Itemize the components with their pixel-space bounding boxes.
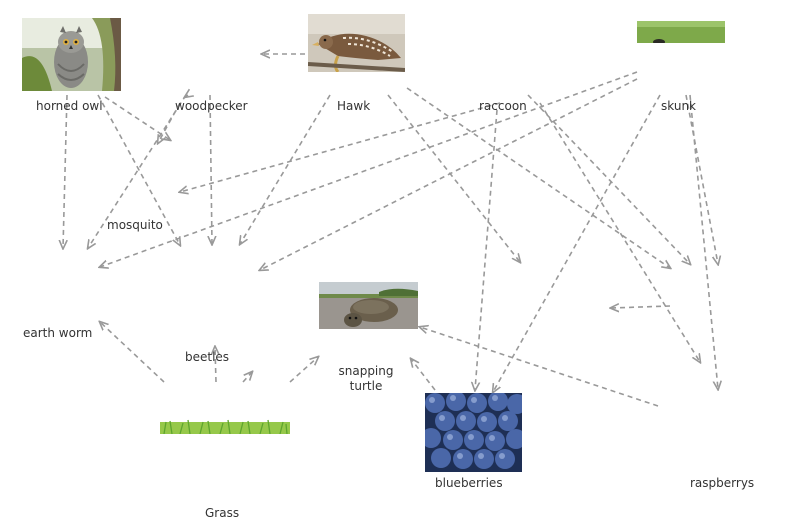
arrow-raccoon-to-earthworm — [180, 102, 501, 192]
horned-owl-image — [22, 18, 121, 91]
label-skunk: skunk — [661, 99, 696, 113]
label-snapping-turtle: snapping turtle — [336, 364, 396, 394]
label-grass: Grass — [205, 506, 240, 520]
arrow-skunk-to-mosquito — [260, 78, 638, 270]
arrow-owl-to-mosquito — [97, 94, 180, 245]
raspberrys-image — [667, 392, 787, 395]
arrow-blueberries-to-turtle — [411, 359, 436, 391]
label-hawk: Hawk — [337, 99, 371, 113]
label-snapping-turtle-line2: turtle — [349, 379, 383, 393]
arrow-raccoon-to-raspberrys — [527, 94, 690, 264]
label-woodpecker: woodpecker — [175, 99, 248, 113]
arrow-grass-to-beetles-2 — [242, 372, 252, 383]
arrow-woodpecker-to-mosquito-2 — [185, 95, 188, 97]
label-mosquito: mosquito — [107, 218, 163, 232]
label-raspberrys: raspberrys — [690, 476, 755, 490]
arrow-raccoon-to-blueberries — [475, 109, 498, 390]
arrow-skunk-to-raspberry-bush — [689, 94, 718, 389]
label-beetles: beetles — [185, 350, 230, 364]
arrow-hawk-to-raspberrys — [406, 87, 670, 268]
hawk-image — [308, 14, 405, 72]
blueberries-image — [425, 393, 522, 472]
arrow-grass-to-beetles — [215, 347, 216, 383]
arrow-raspberrys-to-turtle — [420, 327, 659, 407]
label-earth-worm: earth worm — [23, 326, 93, 340]
label-horned-owl: horned owl — [36, 99, 103, 113]
arrow-skunk-to-turtle-2 — [611, 306, 671, 308]
arrow-skunk-to-raspberrys — [685, 94, 718, 264]
arrow-skunk-to-blueberries — [493, 94, 661, 392]
earth-worm-image — [34, 276, 48, 280]
arrow-beetles-to-earthworm — [100, 322, 165, 383]
arrow-woodpecker-to-beetles — [158, 102, 181, 143]
arrow-owl-to-beetles-2 — [104, 96, 170, 140]
label-blueberries: blueberries — [435, 476, 503, 490]
raccoon-image — [450, 18, 558, 25]
grass-image — [160, 416, 290, 434]
arrow-grass-to-turtle — [289, 357, 318, 383]
label-snapping-turtle-line1: snapping — [338, 364, 394, 378]
arrow-raccoon-to-raspberry-bush — [539, 102, 700, 362]
label-raccoon: raccoon — [479, 99, 527, 113]
arrow-owl-to-earthworm — [63, 94, 67, 248]
arrow-hawk-to-mosquito — [240, 94, 331, 244]
snapping-turtle-image — [319, 282, 418, 329]
arrow-woodpecker-to-mosquito — [210, 94, 212, 244]
skunk-image — [637, 21, 725, 43]
